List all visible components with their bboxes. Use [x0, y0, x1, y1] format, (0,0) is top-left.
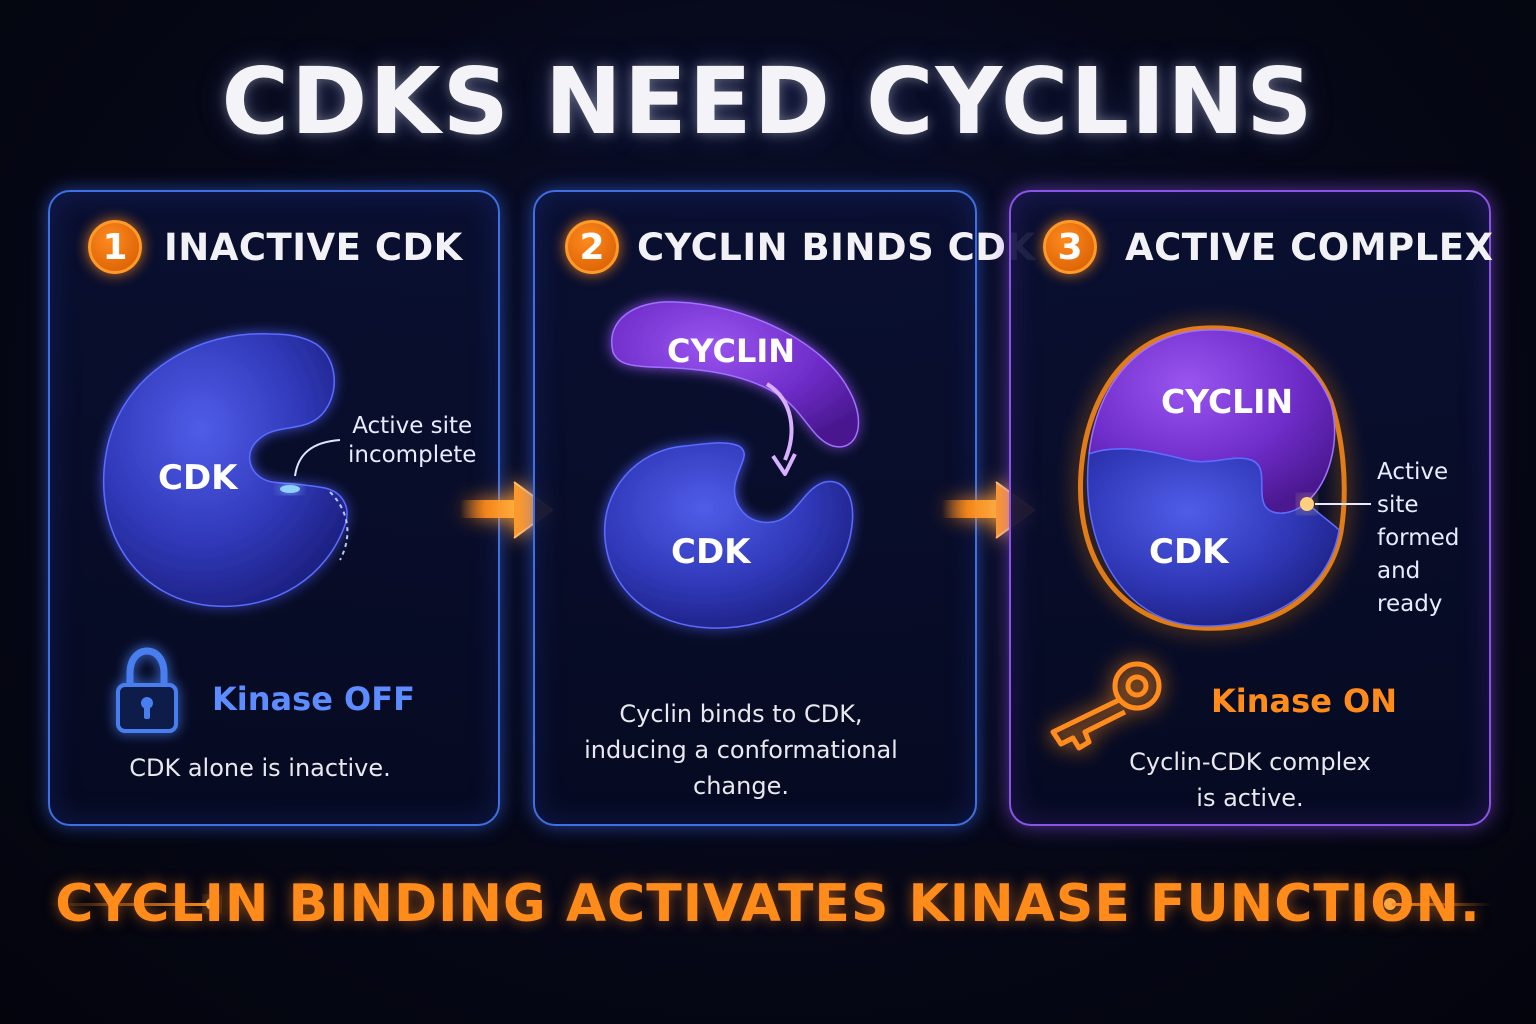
panel-cyclin-binds-cdk: 2 CYCLIN BINDS CDK CYCLIN CDK Cyclin bin… [533, 190, 1035, 826]
cyclin-label: CYCLIN [1161, 382, 1294, 421]
step-heading: CYCLIN BINDS CDK [637, 225, 1036, 269]
active-site-glow [1300, 497, 1314, 511]
inactive-cdk-illustration [102, 333, 349, 608]
description-line: CDK alone is inactive. [129, 754, 391, 782]
page-title: CDKS NEED CYCLINS [221, 48, 1315, 155]
footer-banner: CYCLIN BINDING ACTIVATES KINASE FUNCTION… [0, 866, 1536, 946]
description-line: inducing a conformational [584, 736, 898, 764]
cdk-label: CDK [158, 458, 238, 498]
step-number-badge: 2 [565, 220, 619, 274]
description-line: Cyclin binds to CDK, [619, 700, 863, 728]
step-number-badge: 3 [1043, 220, 1097, 274]
step-heading: INACTIVE CDK [164, 225, 463, 269]
step-number-badge: 1 [88, 220, 142, 274]
cdk-shape [603, 442, 854, 629]
callout-line-3: and ready [1377, 558, 1443, 617]
active-site-dashed-outline [329, 491, 349, 561]
active-complex-illustration [1077, 325, 1371, 631]
panel-1-description: CDK alone is inactive. [50, 750, 470, 786]
step-header: 3 ACTIVE COMPLEX [1043, 220, 1494, 274]
cdk-label: CDK [1149, 532, 1229, 572]
description-line: change. [693, 772, 789, 800]
panel-3-description: Cyclin-CDK complex is active. [1011, 744, 1489, 816]
footer-message: CYCLIN BINDING ACTIVATES KINASE FUNCTION… [55, 874, 1481, 934]
callout-line [294, 439, 341, 477]
cdk-label: CDK [671, 532, 751, 572]
lock-icon [116, 647, 178, 733]
callout-line-2: formed [1377, 525, 1460, 551]
active-site-spot [280, 485, 300, 493]
cdk-shape [102, 333, 348, 608]
key-icon [1050, 661, 1162, 751]
binding-illustration [603, 301, 860, 629]
callout-line-1: Active site [352, 413, 473, 439]
panel-active-complex: 3 ACTIVE COMPLEX CYCLIN CDK Active site … [1009, 190, 1494, 826]
active-site-callout: Active site formed and ready [1377, 456, 1489, 621]
kinase-on-status: Kinase ON [1211, 682, 1398, 720]
step-heading: ACTIVE COMPLEX [1125, 225, 1494, 269]
binding-arrow [765, 382, 794, 461]
step-header: 1 INACTIVE CDK [88, 220, 463, 274]
cyclin-label: CYCLIN [667, 332, 796, 370]
callout-line-1: Active site [1377, 459, 1449, 518]
banner-decoration [50, 898, 1492, 910]
callout-line-2: incomplete [348, 442, 477, 468]
description-line: is active. [1196, 784, 1304, 812]
kinase-off-status: Kinase OFF [212, 680, 415, 718]
description-line: Cyclin-CDK complex [1129, 748, 1371, 776]
active-site-callout: Active site incomplete [348, 412, 476, 470]
panel-2-description: Cyclin binds to CDK, inducing a conforma… [535, 696, 947, 804]
step-header: 2 CYCLIN BINDS CDK [565, 220, 1036, 274]
cyclin-shape [610, 301, 860, 448]
panel-inactive-cdk: 1 INACTIVE CDK CDK Active site incomplet… [48, 190, 500, 826]
